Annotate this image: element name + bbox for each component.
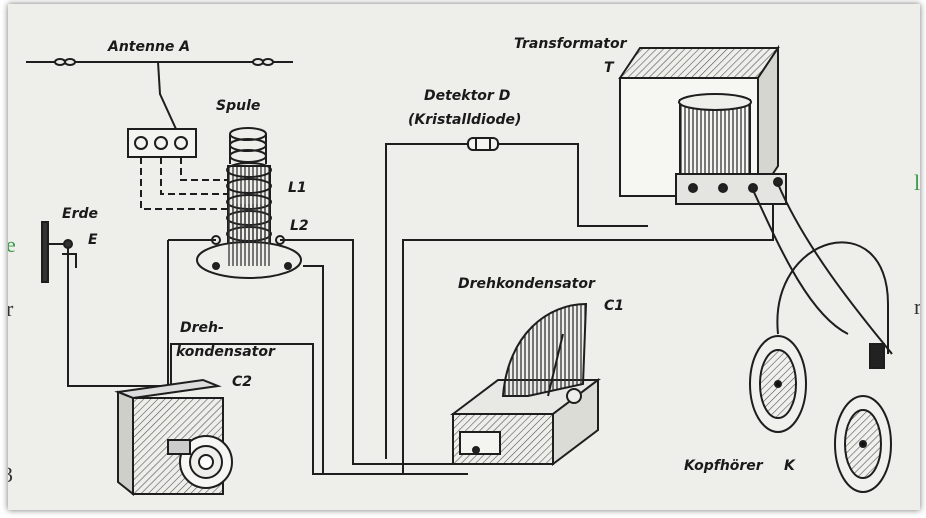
headphones [749, 335, 892, 493]
variable-capacitor-c2 [114, 378, 233, 497]
earth-ground [41, 221, 123, 387]
bg-fragment-left-top: e [8, 232, 16, 257]
variable-capacitor-c1 [450, 302, 601, 467]
label-detector: Detektor D [424, 88, 510, 104]
coil-spule [196, 127, 302, 279]
antenna-wire [26, 58, 293, 130]
antenna-terminal-block [127, 128, 197, 158]
label-earth: Erde [62, 206, 98, 222]
coil-tap-wires [140, 157, 228, 210]
bg-fragment-right-middle: r [914, 294, 920, 319]
label-detector-sub: (Kristalldiode) [408, 112, 521, 128]
label-antenna: Antenne A [107, 39, 190, 55]
label-coil-l2: L2 [290, 218, 309, 234]
label-c1: C1 [604, 298, 624, 314]
label-headphones: Kopfhörer [684, 458, 764, 474]
transformer [618, 44, 787, 205]
label-variable-cap-c2-line2: kondensator [176, 344, 276, 360]
label-earth-e: E [88, 232, 98, 248]
label-coil: Spule [216, 98, 260, 114]
label-transformer-t: T [604, 60, 615, 76]
label-c2: C2 [232, 374, 252, 390]
label-coil-l1: L1 [288, 180, 307, 196]
headphone-cords [752, 183, 893, 355]
crystal-detector [467, 137, 499, 151]
bg-fragment-right-top: l [914, 170, 920, 195]
circuit-wires [123, 143, 774, 475]
bg-fragment-left-bottom: 3 [8, 462, 13, 488]
label-variable-cap-c1: Drehkondensator [458, 276, 596, 292]
label-headphones-k: K [784, 458, 796, 474]
circuit-drawing: Antenne A Spule L1 L2 Erde E Detektor D … [26, 36, 893, 497]
bg-fragment-left-middle: r [8, 296, 14, 321]
diagram-frame: e r 3 l r [8, 4, 920, 510]
label-variable-cap-c2-line1: Dreh- [180, 320, 224, 336]
label-transformer: Transformator [514, 36, 628, 52]
